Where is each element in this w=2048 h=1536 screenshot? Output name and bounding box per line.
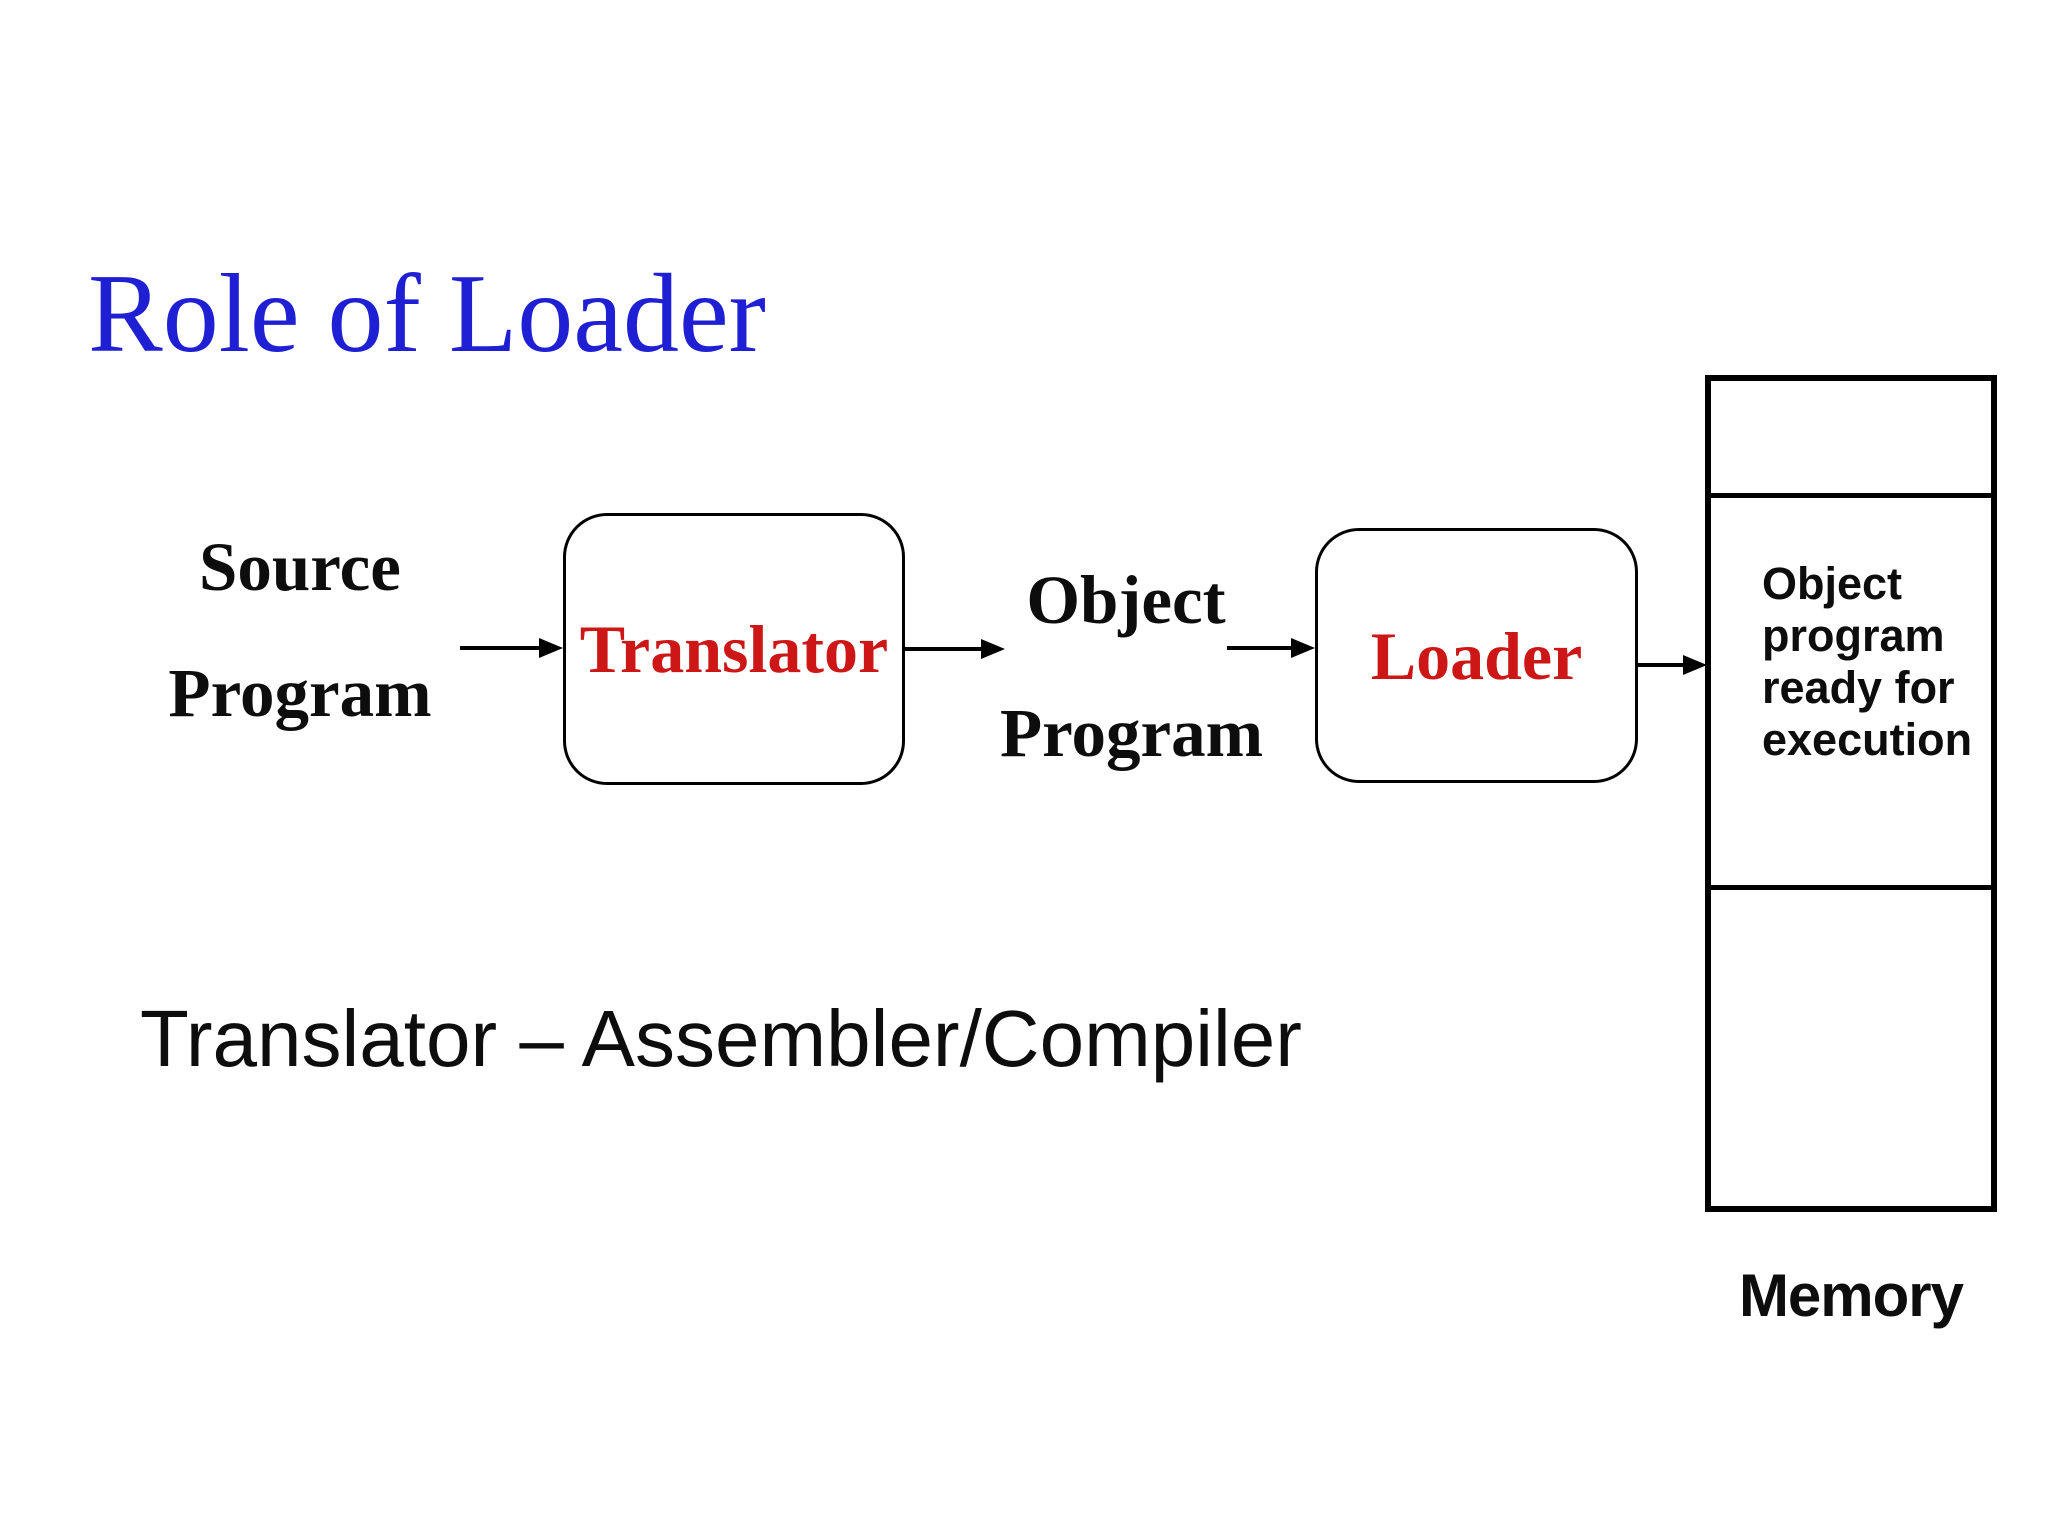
arrow-shaft [460,646,539,650]
source-program-label-line2: Program [168,655,432,731]
arrow-source-to-translator [460,638,563,658]
object-program-label-line1: Object [1026,562,1226,638]
arrow-loader-to-memory [1638,655,1707,675]
arrow-shaft [1638,663,1683,667]
memory-divider-top [1711,493,1991,498]
translator-box-label: Translator [579,611,889,687]
arrow-right-head-icon [539,638,563,658]
arrow-shaft [905,647,981,651]
arrow-translator-to-object [905,639,1005,659]
memory-divider-bottom [1711,885,1991,890]
memory-caption: Memory [1738,1262,1964,1329]
loader-box-label: Loader [1370,617,1583,694]
arrow-object-to-loader [1227,638,1315,658]
source-program-label-line1: Source [199,529,401,605]
loader-box: Loader [1315,528,1638,783]
translator-box: Translator [563,513,905,785]
arrow-right-head-icon [981,639,1005,659]
slide-title: Role of Loader [88,252,766,376]
object-program-label-line2: Program [1000,695,1264,771]
arrow-right-head-icon [1683,655,1707,675]
arrow-right-head-icon [1291,638,1315,658]
arrow-shaft [1227,646,1291,650]
memory-rectangle: Object program ready for execution [1705,375,1997,1212]
memory-cell-text: Object program ready for execution [1762,558,1973,765]
subtitle-text: Translator – Assembler/Compiler [140,994,1302,1083]
